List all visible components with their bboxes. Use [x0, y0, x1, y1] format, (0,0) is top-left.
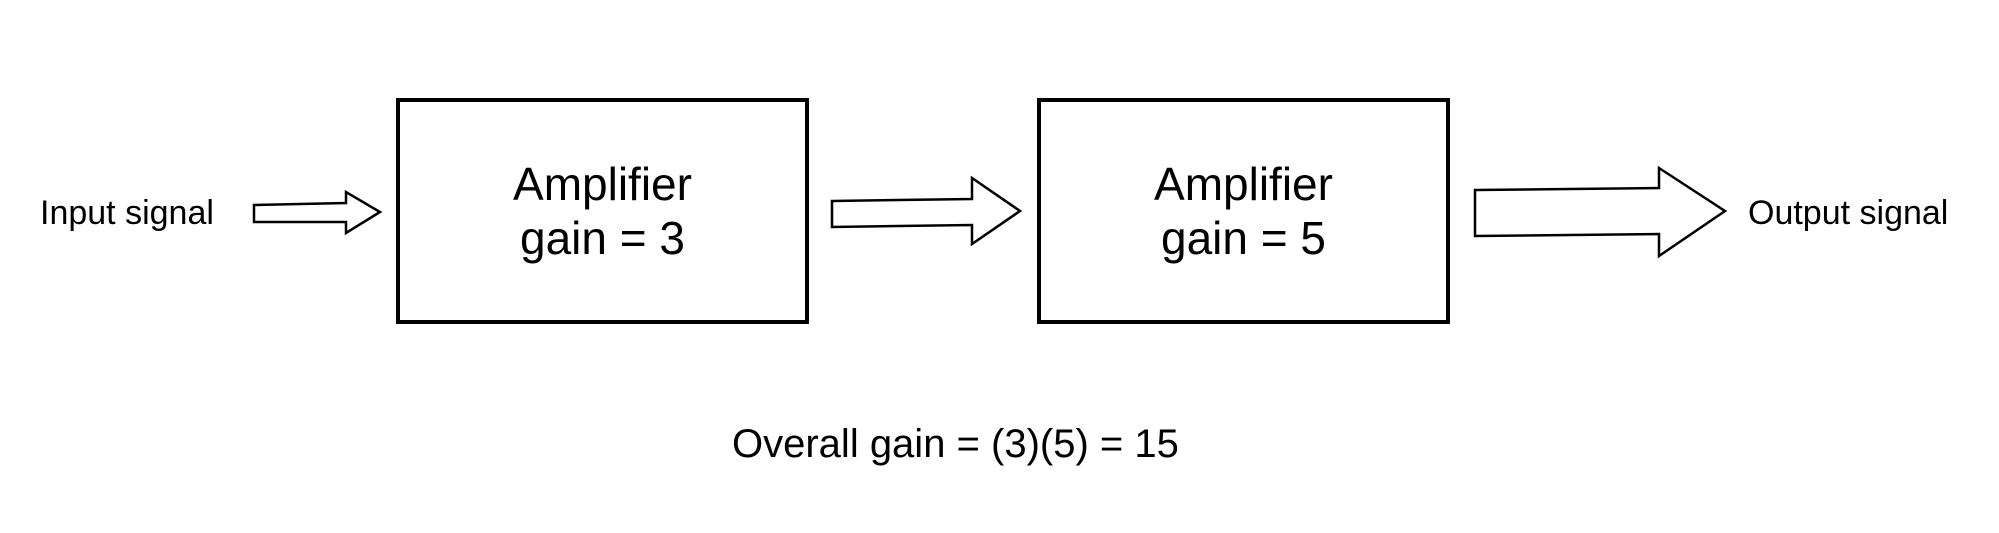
input-arrow-shape	[252, 189, 383, 236]
amplifier-title-1: Amplifier	[513, 158, 692, 210]
output-arrow-shape	[1473, 165, 1728, 259]
middle-arrow-shape	[830, 175, 1023, 247]
amplifier-gain-1: gain = 3	[520, 212, 685, 264]
amplifier-title-2: Amplifier	[1154, 158, 1333, 210]
amplifier-box-2: Amplifier gain = 5	[1037, 98, 1450, 324]
input-signal-label: Input signal	[40, 194, 214, 232]
output-signal-label: Output signal	[1748, 194, 1949, 232]
overall-gain-label: Overall gain = (3)(5) = 15	[732, 422, 1179, 466]
amplifier-box-1: Amplifier gain = 3	[396, 98, 809, 324]
amplifier-gain-2: gain = 5	[1161, 212, 1326, 264]
